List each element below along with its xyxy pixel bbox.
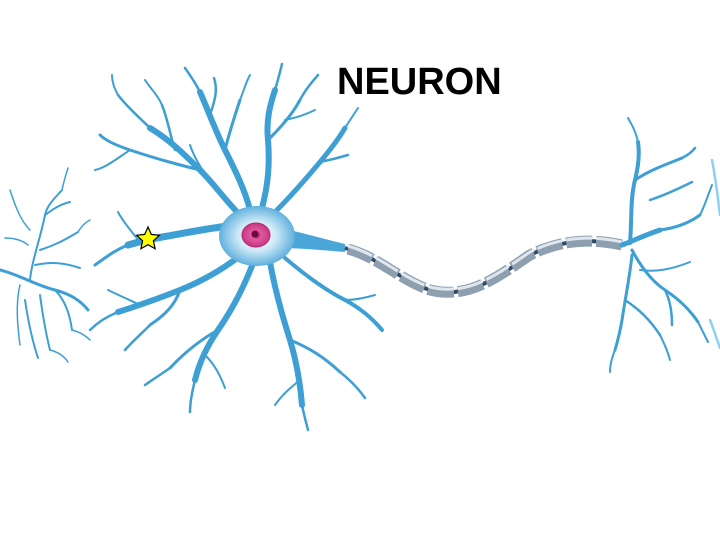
axon-terminal <box>609 117 713 373</box>
right-neighbor-dendrites <box>708 158 720 350</box>
axon-hillock <box>280 228 345 252</box>
star-icon <box>135 225 161 250</box>
nucleolus <box>251 230 259 238</box>
myelin-highlight <box>347 236 623 291</box>
dendrites <box>88 62 384 432</box>
left-neighbor-dendrites <box>0 167 91 363</box>
myelin-sheath <box>346 235 624 298</box>
slide-title: NEURON <box>337 61 502 103</box>
